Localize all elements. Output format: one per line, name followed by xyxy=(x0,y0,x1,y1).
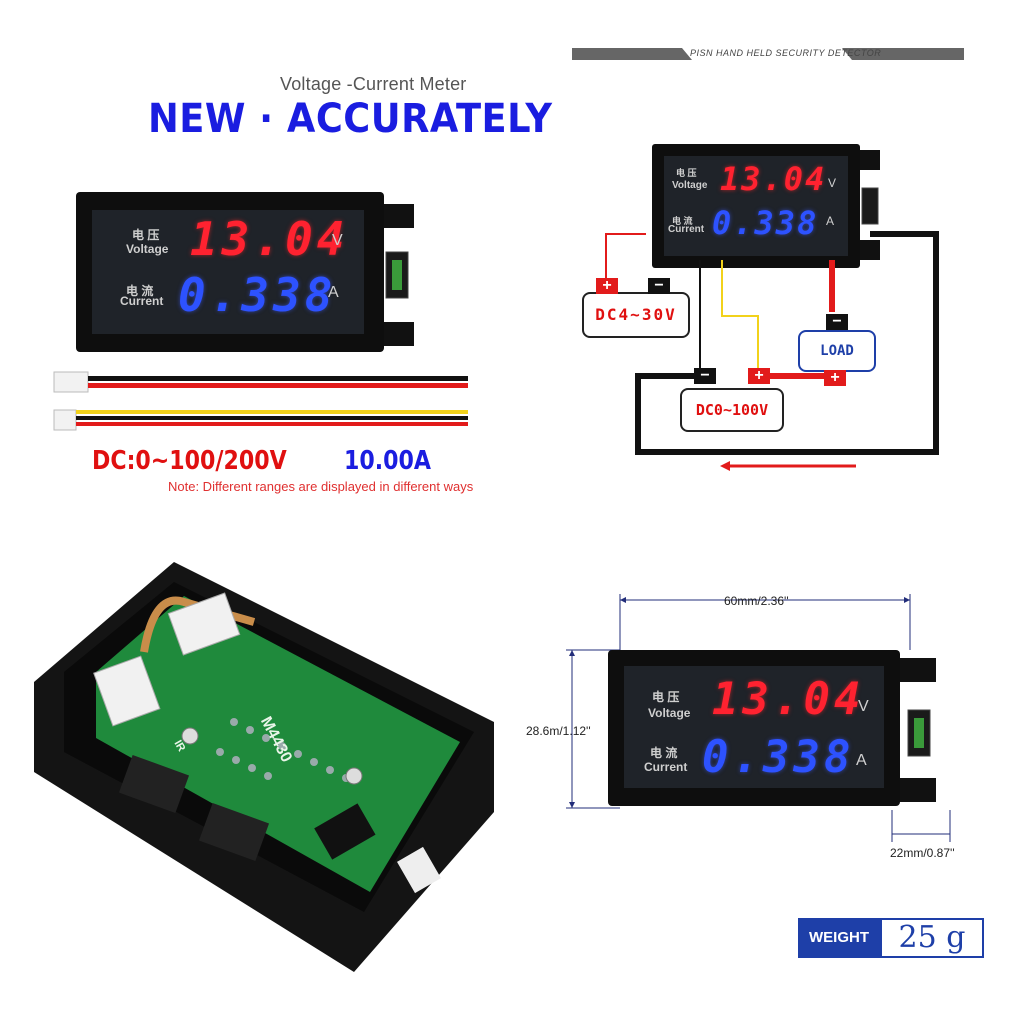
meter-hero-cn-voltage: 电 压 xyxy=(132,228,160,242)
diagram-voltage-unit: V xyxy=(828,176,837,190)
meter-dimension-cn-current: 电 流 xyxy=(650,746,678,760)
dimension-height: 28.6m/1.12'' xyxy=(526,724,591,738)
supply-box: DC4~30V xyxy=(582,292,690,338)
current-range: 10.00A xyxy=(344,446,432,476)
meter-hero-voltage-unit: V xyxy=(332,232,343,249)
meter-hero-current-unit: A xyxy=(328,284,339,301)
wiring-diagram xyxy=(605,144,939,471)
diagram-current-label: Current xyxy=(668,224,705,235)
meter-hero-voltage-label: Voltage xyxy=(126,242,169,256)
diagram-cn-current: 电 流 xyxy=(672,216,693,226)
weight-label: WEIGHT xyxy=(798,918,880,958)
diagram-cn-voltage: 电 压 xyxy=(676,168,697,178)
diagram-current-reading: 0.338 xyxy=(712,204,819,242)
meter-dimension-voltage-reading: 13.04 xyxy=(712,674,865,725)
banner-bar xyxy=(572,48,964,60)
diagram-current-unit: A xyxy=(826,214,835,228)
meter-dimension-current-reading: 0.338 xyxy=(702,732,855,783)
load-box: LOAD xyxy=(798,330,876,372)
supply-plus: + xyxy=(596,278,618,294)
range-note: Note: Different ranges are displayed in … xyxy=(168,479,474,494)
meter-dimension-current-label: Current xyxy=(644,760,688,774)
dimension-lines xyxy=(566,594,951,842)
meter-dimension-cn-voltage: 电 压 xyxy=(652,690,680,704)
meter-hero-current-label: Current xyxy=(120,294,164,308)
source-box: DC0~100V xyxy=(680,388,784,432)
meter-hero-cn-current: 电 流 xyxy=(126,284,154,298)
wire-harness xyxy=(53,371,468,431)
meter-hero-voltage-reading: 13.04 xyxy=(190,212,349,266)
source-minus: − xyxy=(694,368,716,384)
meter-dimension-current-unit: A xyxy=(856,752,867,769)
product-headline: NEW · ACCURATELY xyxy=(148,96,553,142)
meter-dimension: 电 压 Voltage 13.04 V 电 流 Current 0.338 A xyxy=(606,648,956,818)
dimension-depth: 22mm/0.87'' xyxy=(890,846,955,860)
weight-value: 25 g xyxy=(880,918,984,958)
pcb-photo xyxy=(34,562,494,972)
diagram-voltage-reading: 13.04 xyxy=(720,160,827,198)
load-plus: + xyxy=(824,370,846,386)
banner-text: PISN HAND HELD SECURITY DETECTOR xyxy=(690,48,882,58)
meter-dimension-voltage-unit: V xyxy=(858,698,869,715)
meter-hero-body xyxy=(76,192,414,352)
meter-hero: 电 压 Voltage 13.04 V 电 流 Current 0.338 A xyxy=(74,190,434,360)
meter-dimension-voltage-label: Voltage xyxy=(648,706,691,720)
product-subtitle: Voltage -Current Meter xyxy=(280,74,467,94)
voltage-range: DC:0~100/200V xyxy=(92,446,287,476)
dimension-width: 60mm/2.36'' xyxy=(724,594,789,608)
source-plus: + xyxy=(748,368,770,384)
supply-minus: − xyxy=(648,278,670,294)
meter-dimension-body xyxy=(608,650,936,806)
meter-hero-current-reading: 0.338 xyxy=(178,268,337,322)
load-minus: − xyxy=(826,314,848,330)
diagram-voltage-label: Voltage xyxy=(672,180,708,191)
